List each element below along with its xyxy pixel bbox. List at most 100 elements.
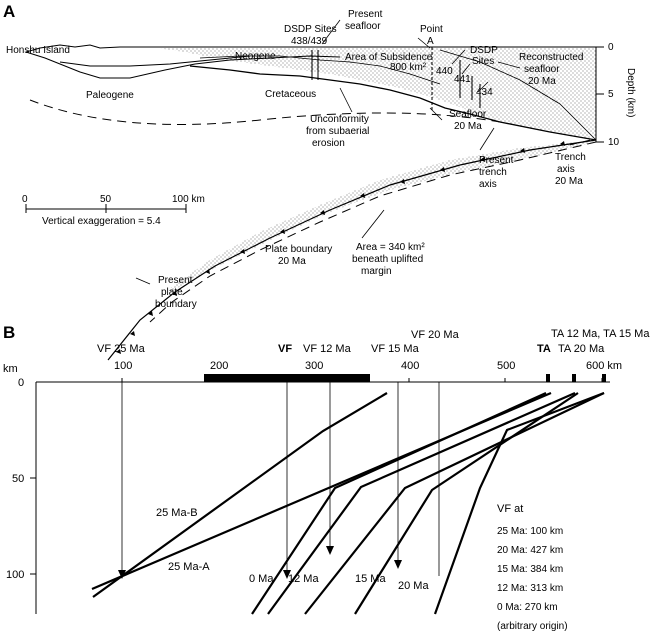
panel-a: A — [3, 2, 636, 361]
label-recon-1: Reconstructed — [519, 52, 583, 63]
label-0ma: 0 Ma — [249, 573, 274, 585]
label-ta: TA — [537, 343, 551, 355]
plate-boundary-20ma — [107, 139, 597, 361]
x-unit-label: km — [3, 363, 18, 375]
panel-b-letter: B — [3, 323, 15, 342]
label-ppb-2: plate — [161, 287, 183, 298]
label-vf12: VF 12 Ma — [303, 343, 352, 355]
x-tick-500: 500 — [497, 360, 515, 372]
depth-axis — [595, 46, 604, 143]
label-ppb-3: boundary — [155, 299, 197, 310]
label-point-a-1: Point — [420, 24, 443, 35]
prism-area — [150, 47, 596, 140]
slab-12ma — [267, 391, 576, 615]
label-area340-2: beneath uplifted — [352, 254, 423, 265]
y-tick-100: 100 — [6, 569, 24, 581]
label-seafloor-1: Seafloor — [449, 109, 487, 120]
label-dsdp-sites-1: DSDP Sites — [284, 24, 337, 35]
label-25ma-b: 25 Ma-B — [156, 507, 198, 519]
label-dsdp-sites-1-num: 438/439 — [291, 36, 328, 47]
label-dsdp-2a: DSDP — [470, 45, 498, 56]
vf-table-row-2: 15 Ma: 384 km — [497, 564, 563, 575]
label-cretaceous: Cretaceous — [265, 89, 316, 100]
label-trench20-1: Trench — [555, 152, 586, 163]
slab-profiles — [91, 391, 605, 615]
label-ptrench-1: Present — [479, 155, 514, 166]
thrust-teeth — [116, 141, 565, 354]
vf-arrowheads — [118, 546, 402, 579]
vf-table-note: (arbitrary origin) — [497, 621, 568, 632]
vf-table-row-1: 20 Ma: 427 km — [497, 545, 563, 556]
scale-bar — [25, 204, 187, 213]
label-site-440: 440 — [436, 66, 453, 77]
slab-extra — [304, 392, 605, 615]
honshu-profile — [25, 51, 341, 79]
y-tick-50: 50 — [12, 473, 24, 485]
reconstructed-seafloor-line — [439, 49, 597, 141]
paleogene-boundary — [59, 55, 251, 67]
label-trench20-2: axis — [557, 164, 575, 175]
vf-table-row-3: 12 Ma: 313 km — [497, 583, 563, 594]
label-pb20-1: Plate boundary — [265, 244, 332, 255]
label-12ma: 12 Ma — [288, 573, 319, 585]
ta-marker-3 — [602, 374, 606, 382]
x-tick-600: 600 km — [586, 360, 622, 372]
label-vf25: VF 25 Ma — [97, 343, 146, 355]
label-ta20: TA 20 Ma — [558, 343, 605, 355]
label-neogene: Neogene — [235, 51, 276, 62]
label-20ma: 20 Ma — [398, 580, 429, 592]
slab-15ma — [354, 392, 579, 615]
drill-sites — [311, 47, 481, 112]
label-point-a-2: A — [427, 36, 434, 47]
label-pb20-2: 20 Ma — [278, 256, 306, 267]
depth-tick-10: 10 — [608, 137, 620, 148]
neogene-boundary — [199, 55, 441, 85]
present-seafloor-line — [25, 44, 596, 53]
slab-20ma — [433, 391, 605, 615]
x-tick-300: 300 — [305, 360, 323, 372]
x-tick-400: 400 — [401, 360, 419, 372]
label-ppb-1: Present — [158, 275, 193, 286]
label-vf15: VF 15 Ma — [371, 343, 420, 355]
label-area340-3: margin — [361, 266, 392, 277]
label-ta1215: TA 12 Ma, TA 15 Ma — [551, 328, 650, 340]
label-unconf-2: from subaerial — [306, 126, 369, 137]
scale-50: 50 — [100, 194, 112, 205]
slab-0ma — [251, 391, 547, 615]
label-dsdp-2b: Sites — [472, 56, 494, 67]
panel-a-letter: A — [3, 2, 15, 21]
label-vf: VF — [278, 343, 292, 355]
label-unconf-1: Unconformity — [310, 114, 369, 125]
vf-table-title: VF at — [497, 503, 523, 515]
label-honshu: Honshu Island — [6, 45, 70, 56]
leader-lines — [135, 19, 591, 285]
vf-vertical-lines — [121, 382, 440, 576]
vertical-exaggeration: Vertical exaggeration = 5.4 — [42, 216, 161, 227]
label-trench20-3: 20 Ma — [555, 176, 583, 187]
label-site-441: 441 — [454, 74, 471, 85]
label-seafloor-2: 20 Ma — [454, 121, 482, 132]
x-tick-100: 100 — [114, 360, 132, 372]
label-present-seafloor-2: seafloor — [345, 21, 381, 32]
label-area-subsidence: Area of Subsidence — [345, 52, 433, 63]
label-site-434: 434 — [476, 87, 493, 98]
label-15ma: 15 Ma — [355, 573, 386, 585]
scale-100: 100 km — [172, 194, 205, 205]
label-present-seafloor-1: Present — [348, 9, 383, 20]
label-paleogene: Paleogene — [86, 90, 134, 101]
present-plate-boundary — [149, 141, 597, 323]
ta-marker-1 — [546, 374, 550, 382]
label-unconf-3: erosion — [312, 138, 345, 149]
label-area340-1: Area = 340 km² — [356, 242, 425, 253]
label-recon-2: seafloor — [524, 64, 560, 75]
label-25ma-a: 25 Ma-A — [168, 561, 210, 573]
cretaceous-dashed-line — [29, 99, 501, 125]
label-ptrench-3: axis — [479, 179, 497, 190]
depth-tick-0: 0 — [608, 42, 614, 53]
vf-table-row-0: 25 Ma: 100 km — [497, 526, 563, 537]
scale-0: 0 — [22, 194, 28, 205]
depth-axis-label: Depth (km) — [625, 68, 636, 117]
panel-b: B VF 25 Ma VF VF 12 Ma VF 15 Ma VF 20 Ma… — [3, 323, 650, 632]
